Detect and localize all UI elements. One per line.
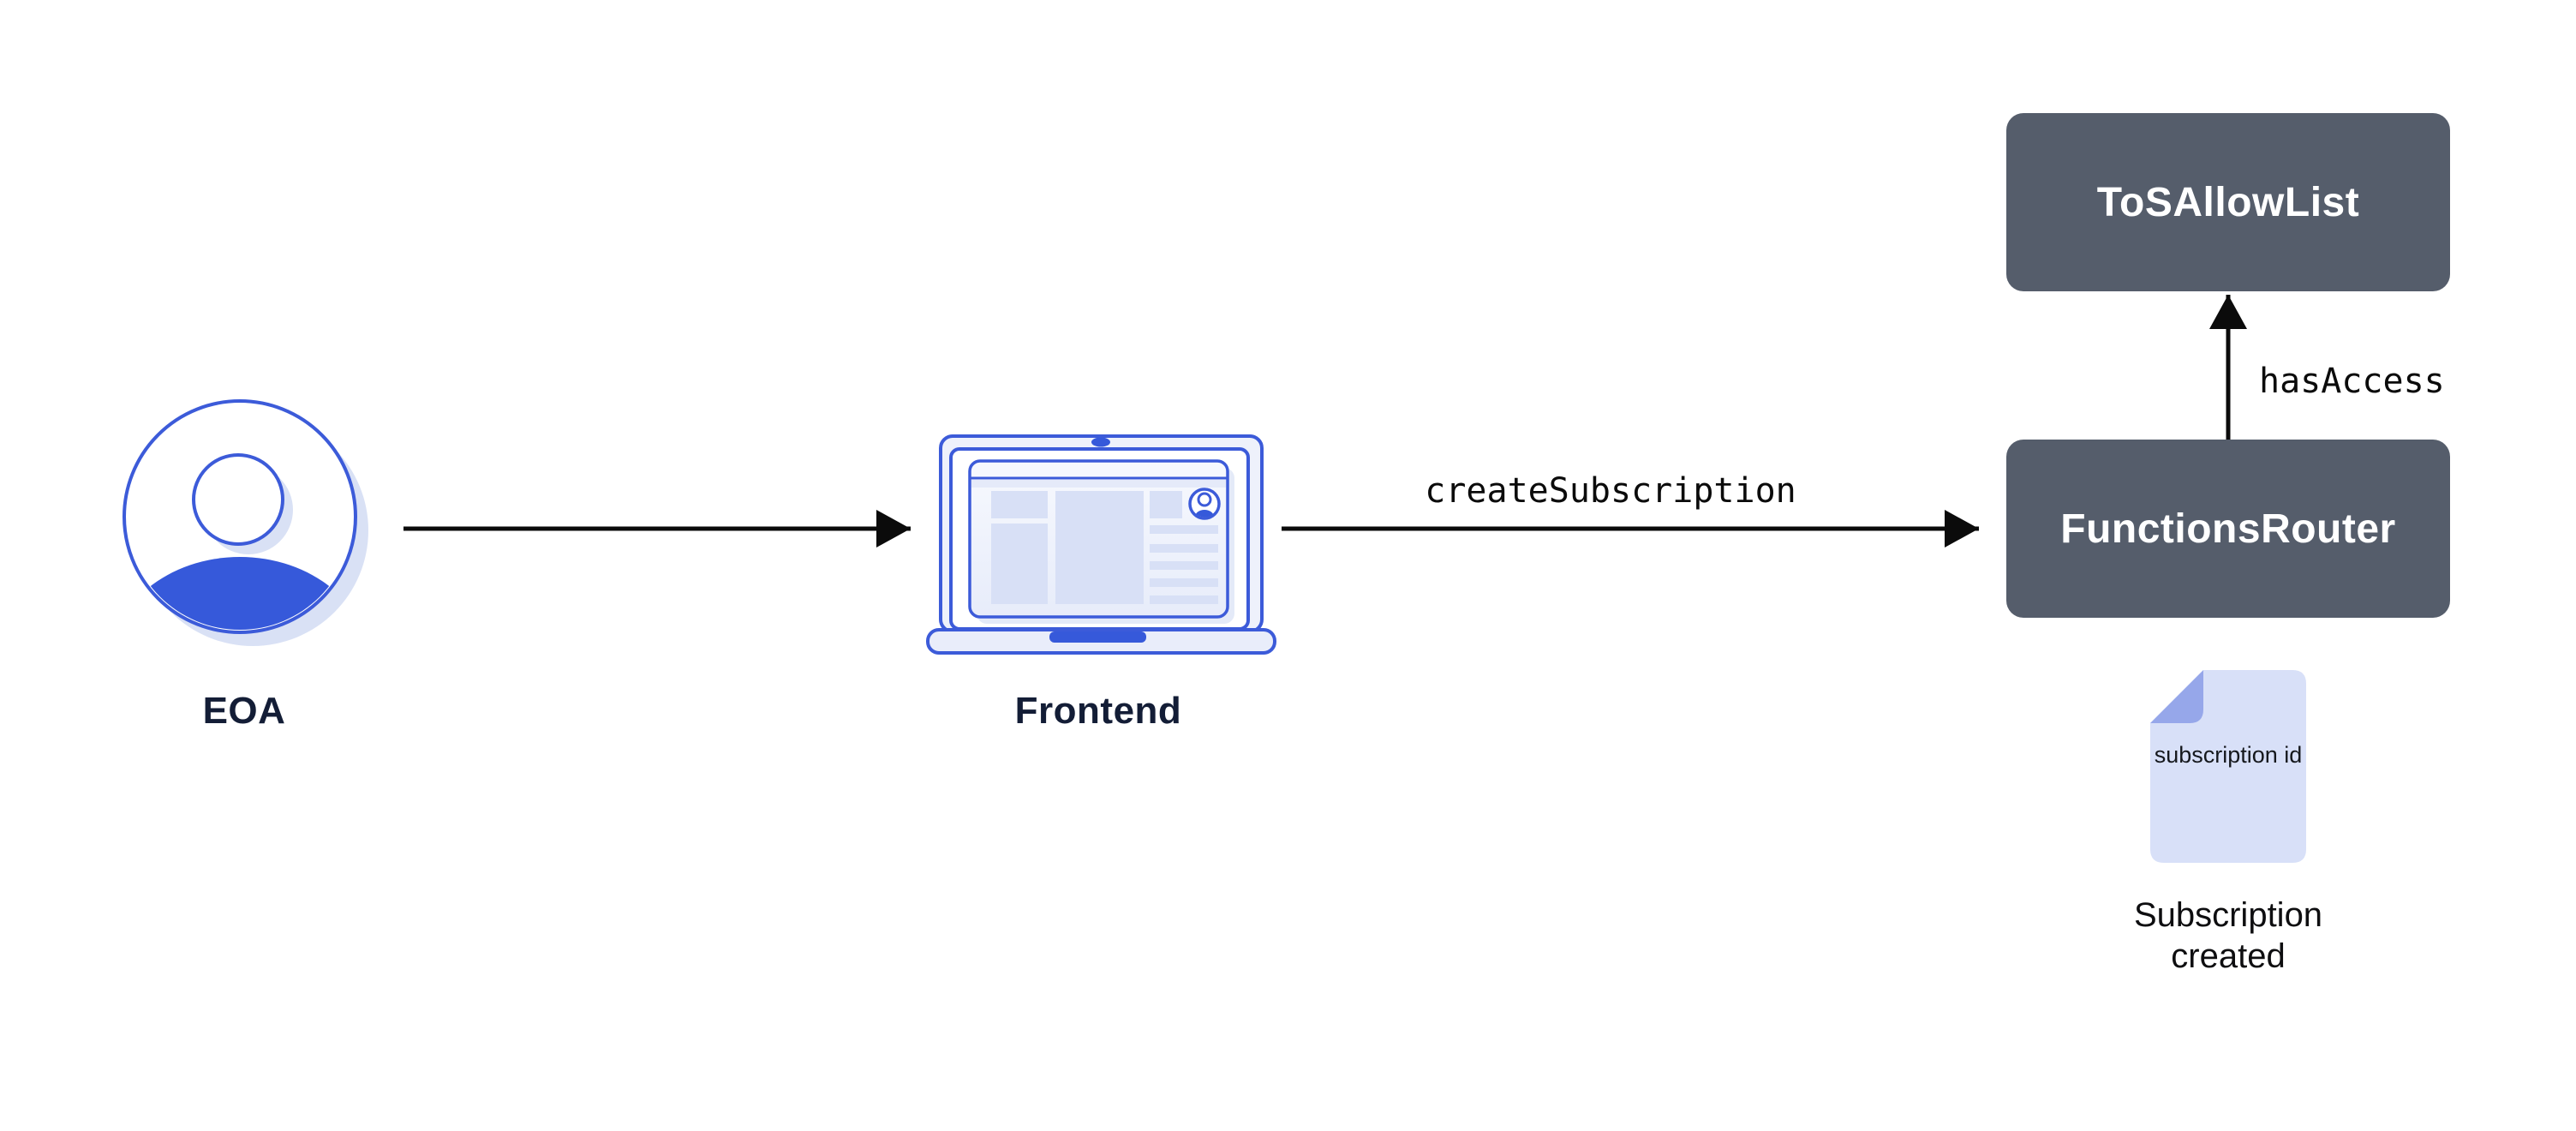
laptop-icon — [926, 434, 1276, 655]
functions-router-label: FunctionsRouter — [2060, 506, 2396, 552]
browser-toolbar-strip — [971, 480, 1226, 488]
eoa-label: EOA — [202, 690, 286, 732]
tos-allow-list-box: ToSAllowList — [2006, 113, 2450, 291]
subscription-created-caption: Subscription created — [2133, 896, 2323, 975]
browser-avatar-body — [1195, 510, 1214, 518]
tos-allow-list-label: ToSAllowList — [2096, 179, 2360, 225]
laptop-base-notch — [1049, 631, 1146, 643]
document-fold — [2150, 670, 2203, 723]
has-access-label: hasAccess — [2259, 362, 2445, 401]
frontend-label: Frontend — [1014, 690, 1182, 732]
browser-content-blocks — [991, 491, 1218, 604]
document-label: subscription id — [2154, 742, 2303, 768]
create-subscription-label: createSubscription — [1425, 471, 1796, 511]
user-avatar-icon — [123, 399, 368, 646]
functions-router-box: FunctionsRouter — [2006, 440, 2450, 618]
document-icon — [2150, 670, 2306, 863]
avatar-head — [192, 453, 284, 546]
browser-avatar-head — [1197, 492, 1212, 507]
laptop-webcam — [1091, 437, 1110, 447]
